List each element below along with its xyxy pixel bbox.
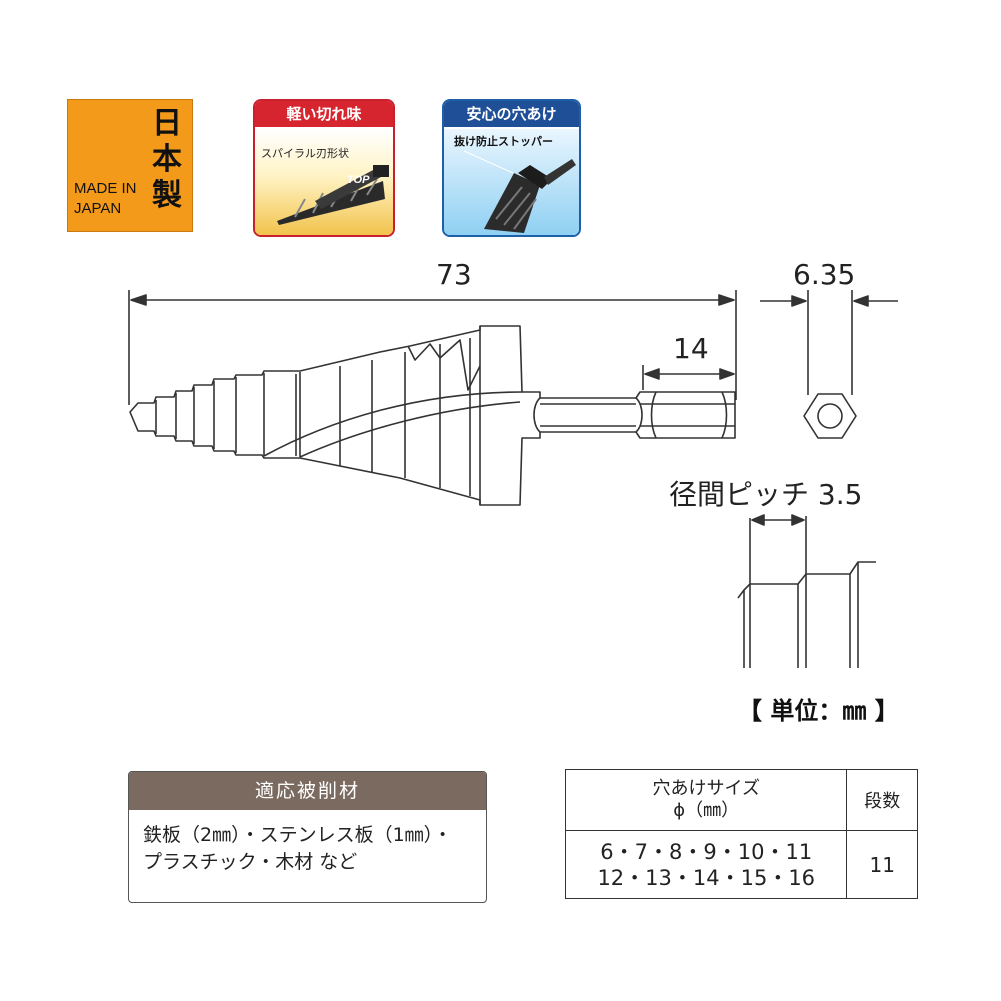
drill-bit-outline <box>129 325 736 506</box>
overall-length-label: 73 <box>436 258 472 291</box>
steps-value: 11 <box>846 830 918 899</box>
sizes-line-1: 6・7・8・9・10・11 <box>600 839 813 864</box>
steps-header: 段数 <box>846 769 918 831</box>
safe-drilling-image: 抜け防止ストッパー <box>444 129 579 235</box>
size-table: 穴あけサイズ ϕ（㎜） 段数 6・7・8・9・10・11 12・13・14・15… <box>564 769 918 899</box>
made-in-japan-text: MADE IN JAPAN <box>74 179 137 219</box>
shank-length-label: 14 <box>673 332 709 365</box>
sharp-cut-image: スパイラル刃形状 TOP <box>255 129 393 235</box>
japan-kanji: 日本製 <box>152 106 182 213</box>
pitch-detail <box>737 514 876 668</box>
materials-header: 適応被削材 <box>129 772 486 810</box>
sizes-cell: 6・7・8・9・10・11 12・13・14・15・16 <box>564 830 848 899</box>
made-in-japan-badge: 日本製 MADE IN JAPAN <box>67 99 193 232</box>
size-header-line-1: 穴あけサイズ <box>652 778 760 799</box>
top-logo: TOP <box>347 174 370 186</box>
size-header-line-2: ϕ（㎜） <box>673 800 740 821</box>
hex-width-label: 6.35 <box>793 258 856 291</box>
shank-length-dimension <box>642 365 735 390</box>
sharp-cut-title: 軽い切れ味 <box>255 101 393 127</box>
unit-label: 【 単位：㎜ 】 <box>738 697 899 725</box>
japan-text: JAPAN <box>74 200 122 217</box>
materials-line-1: 鉄板（2㎜）・ステンレス板（1㎜）・ <box>143 824 453 846</box>
pitch-label: 径間ピッチ 3.5 <box>669 478 863 511</box>
materials-box: 適応被削材 鉄板（2㎜）・ステンレス板（1㎜）・ プラスチック・木材 など <box>128 771 487 903</box>
sharp-cut-badge: 軽い切れ味 スパイラル刃形状 TOP <box>253 99 395 237</box>
stopper-bit-icon <box>463 150 576 233</box>
spiral-caption: スパイラル刃形状 <box>261 147 349 160</box>
overall-length-dimension <box>128 290 737 405</box>
spiral-bit-icon: TOP <box>277 165 389 225</box>
safe-drilling-title: 安心の穴あけ <box>444 101 579 127</box>
hex-end-view <box>760 290 898 439</box>
stopper-caption: 抜け防止ストッパー <box>454 135 553 148</box>
materials-line-2: プラスチック・木材 など <box>143 851 358 873</box>
made-in-text: MADE IN <box>74 180 137 197</box>
safe-drilling-badge: 安心の穴あけ 抜け防止ストッパー <box>442 99 581 237</box>
sizes-line-2: 12・13・14・15・16 <box>597 865 816 890</box>
size-header-cell: 穴あけサイズ ϕ（㎜） <box>564 769 848 831</box>
